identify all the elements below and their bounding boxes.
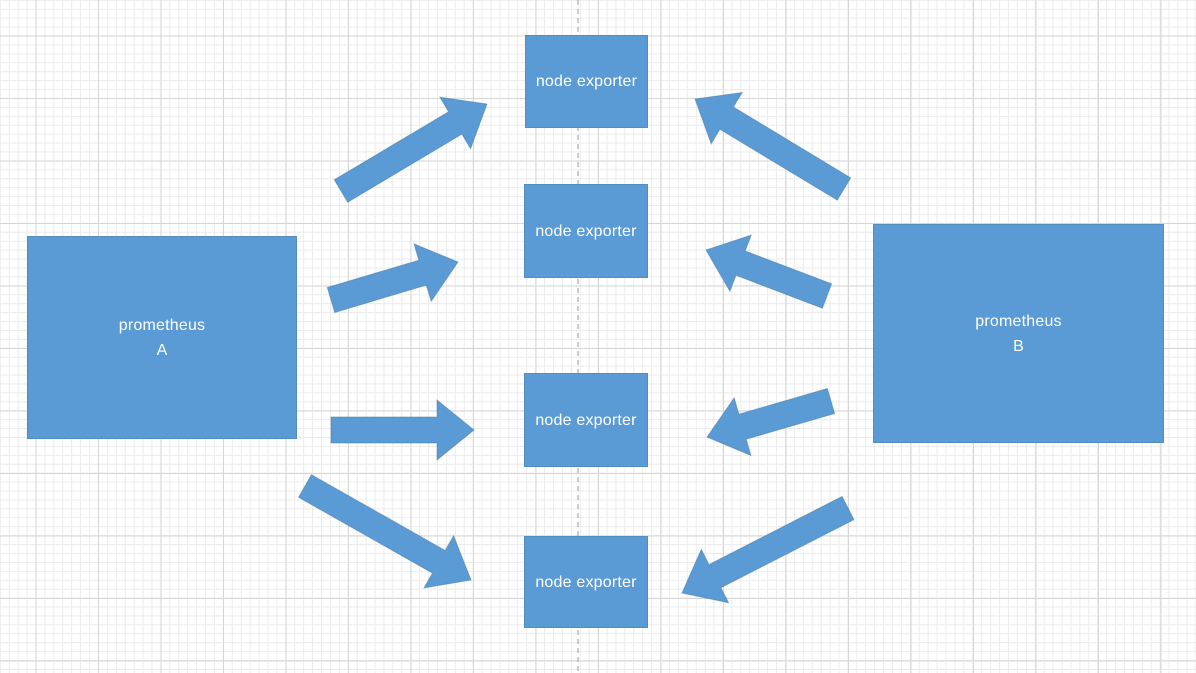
node-exporter-4-node: node exporter xyxy=(524,536,648,628)
arrow-prometheus-b-to-node-exporter-4 xyxy=(681,495,855,604)
prometheus-b-label: prometheus B xyxy=(975,312,1062,355)
node-exporter-2-node: node exporter xyxy=(524,184,648,278)
prometheus-a-label: prometheus A xyxy=(118,316,206,359)
node-exporter-1-label: node exporter xyxy=(535,73,638,90)
arrow-prometheus-a-to-node-exporter-4 xyxy=(297,474,472,589)
prometheus-b-node: prometheus B xyxy=(873,224,1164,443)
node-exporter-1-node: node exporter xyxy=(525,35,648,128)
arrow-prometheus-b-to-node-exporter-2 xyxy=(705,234,833,309)
node-exporter-3-node: node exporter xyxy=(524,373,648,467)
arrow-prometheus-a-to-node-exporter-3 xyxy=(330,398,475,462)
node-exporter-4-label: node exporter xyxy=(535,573,637,591)
node-exporter-3-label: node exporter xyxy=(535,411,637,429)
arrow-prometheus-a-to-node-exporter-2 xyxy=(326,243,459,314)
arrow-prometheus-a-to-node-exporter-1 xyxy=(333,96,488,203)
arrow-prometheus-b-to-node-exporter-3 xyxy=(706,387,836,457)
arrow-prometheus-b-to-node-exporter-1 xyxy=(694,91,852,201)
node-exporter-2-label: node exporter xyxy=(535,222,637,240)
prometheus-a-node: prometheus A xyxy=(27,236,297,439)
